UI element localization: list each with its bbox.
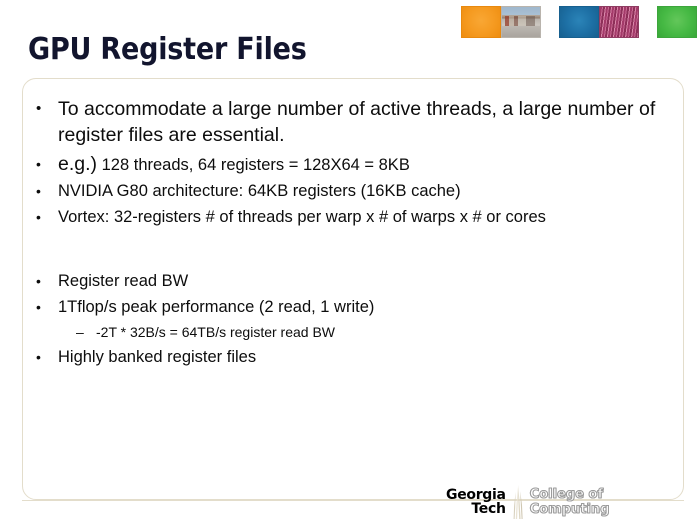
- sub-bullet-item: – -2T * 32B/s = 64TB/s register read BW: [76, 321, 666, 343]
- bullet-text-rest: 128 threads, 64 registers = 128X64 = 8KB: [97, 156, 410, 174]
- unit-line-2: Computing: [529, 502, 610, 518]
- list-spacer: [36, 231, 666, 269]
- bullet-list: • To accommodate a large number of activ…: [36, 96, 666, 371]
- bullet-text: NVIDIA G80 architecture: 64KB registers …: [58, 182, 461, 200]
- bullet-item: • NVIDIA G80 architecture: 64KB register…: [36, 179, 666, 204]
- bullet-marker: •: [36, 273, 41, 289]
- georgia-tech-logo: Georgia Tech College of Computing: [446, 484, 610, 520]
- blue-square-icon: [559, 6, 599, 38]
- bullet-item: • To accommodate a large number of activ…: [36, 96, 666, 148]
- green-square-icon: [657, 6, 697, 38]
- gt-flame-icon: [511, 485, 525, 519]
- bullet-marker: •: [36, 349, 41, 365]
- bullet-marker: •: [36, 209, 41, 225]
- slide-title: GPU Register Files: [28, 32, 307, 67]
- bullet-marker: •: [36, 299, 41, 315]
- sub-bullet-text: -2T * 32B/s = 64TB/s register read BW: [96, 324, 336, 340]
- georgia-tech-wordmark: Georgia Tech: [446, 488, 506, 516]
- bullet-marker: •: [36, 100, 42, 117]
- bullet-text: Register read BW: [58, 272, 189, 290]
- logo-line-georgia: Georgia: [446, 487, 506, 503]
- orange-square-icon: [461, 6, 501, 38]
- bullet-item: • 1Tflop/s peak performance (2 read, 1 w…: [36, 295, 666, 320]
- bullet-marker: •: [36, 183, 41, 199]
- bullet-text: Vortex: 32-registers # of threads per wa…: [58, 208, 546, 226]
- header-tile-group-3: [657, 6, 697, 38]
- bullet-marker: •: [36, 156, 41, 172]
- bullet-text: e.g.) 128 threads, 64 registers = 128X64…: [58, 152, 666, 178]
- header-image-strip: [461, 6, 697, 38]
- header-tile-group-2: [559, 6, 639, 38]
- campus-photo-icon: [501, 6, 541, 38]
- bullet-item: • e.g.) 128 threads, 64 registers = 128X…: [36, 152, 666, 178]
- bullet-item: • Vortex: 32-registers # of threads per …: [36, 205, 666, 230]
- bullet-text: 1Tflop/s peak performance (2 read, 1 wri…: [58, 298, 375, 316]
- bullet-text: To accommodate a large number of active …: [58, 98, 656, 146]
- sub-bullet-marker: –: [76, 324, 84, 340]
- header-tile-group-1: [461, 6, 541, 38]
- circuit-photo-icon: [599, 6, 639, 38]
- footer-divider: [22, 500, 684, 501]
- unit-line-1: College of: [529, 487, 604, 503]
- logo-line-tech: Tech: [471, 501, 506, 517]
- college-of-computing-wordmark: College of Computing: [529, 487, 610, 518]
- content-frame: [22, 78, 684, 500]
- bullet-item: • Highly banked register files: [36, 345, 666, 370]
- bullet-text: Highly banked register files: [58, 348, 257, 366]
- bullet-item: • Register read BW: [36, 269, 666, 294]
- bullet-emphasis: e.g.): [58, 153, 98, 175]
